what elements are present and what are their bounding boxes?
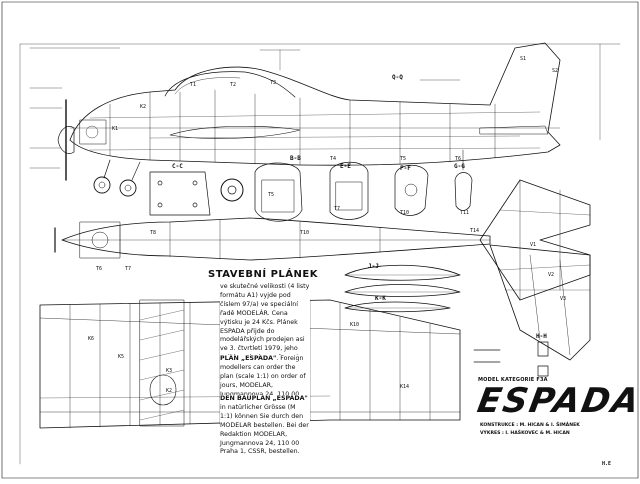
svg-text:T8: T8 [150, 230, 156, 236]
svg-text:K10: K10 [350, 322, 359, 328]
svg-text:T11: T11 [460, 210, 469, 216]
svg-text:K2: K2 [166, 388, 172, 394]
svg-text:S2: S2 [552, 68, 558, 74]
svg-text:K14: K14 [400, 384, 409, 390]
fuselage-top-view [54, 179, 591, 301]
svg-text:T7: T7 [334, 206, 340, 212]
plan-text-de: DEN BAUPLAN „ESPADA" in natürlicher Grös… [220, 395, 310, 458]
model-category: MODEL KATEGORIE F3A [478, 377, 548, 383]
svg-text:T6: T6 [455, 156, 461, 162]
small-parts [473, 341, 549, 377]
svg-text:T4: T4 [330, 156, 336, 162]
svg-text:T7: T7 [125, 266, 131, 272]
svg-text:V3: V3 [560, 296, 566, 302]
label-section-hh: H-H [536, 333, 547, 340]
svg-text:K1: K1 [112, 126, 118, 132]
label-section-ff: F-F [400, 165, 411, 172]
plan-text-de-title: DEN BAUPLAN „ESPADA" [220, 395, 308, 402]
label-section-gg: G-G [454, 163, 465, 170]
plan-text-de-body: in natürlicher Grösse (M 1:1) können Sie… [220, 403, 309, 456]
credit-drawing-label: VÝKRES : [480, 431, 504, 436]
plan-title: STAVEBNÍ PLÁNEK [208, 269, 318, 280]
svg-text:K2: K2 [140, 104, 146, 110]
label-section-cc: C-C [172, 163, 183, 170]
svg-text:T3: T3 [270, 80, 276, 86]
credit-construction-value: M. HICAN & I. ŠIMÁNEK [519, 423, 580, 428]
svg-text:K6: K6 [88, 336, 94, 342]
model-name: ESPADA [474, 381, 640, 421]
svg-text:T1: T1 [190, 82, 196, 88]
svg-text:K3: K3 [166, 368, 172, 374]
svg-text:V2: V2 [548, 272, 554, 278]
dimension-lines [19, 43, 621, 465]
credit-construction: KONSTRUKCE : M. HICAN & I. ŠIMÁNEK [480, 423, 580, 429]
plan-text-en-title: PLAN „ESPADA" [220, 355, 277, 362]
airfoil-sections [344, 264, 461, 313]
svg-text:T10: T10 [400, 210, 409, 216]
svg-text:T2: T2 [230, 82, 236, 88]
svg-text:T10: T10 [300, 230, 309, 236]
label-section-jj: J-J [368, 263, 379, 270]
credit-drawing-value: I. HAŠKOVEC & M. HICAN [505, 431, 570, 436]
credit-construction-label: KONSTRUKCE : [480, 423, 519, 428]
svg-text:T6: T6 [96, 266, 102, 272]
cross-sections-row [149, 149, 473, 222]
label-section-qq: Q-Q [392, 74, 403, 81]
svg-text:S1: S1 [520, 56, 526, 62]
svg-text:V1: V1 [530, 242, 536, 248]
label-section-kk: K-K [375, 295, 386, 302]
svg-text:T14: T14 [470, 228, 479, 234]
drawing-code: H.E [602, 461, 612, 467]
fin-view [489, 244, 591, 361]
svg-text:T5: T5 [400, 156, 406, 162]
label-section-ee: E-E [340, 163, 351, 170]
svg-text:K5: K5 [118, 354, 124, 360]
fuselage-side-view [57, 42, 561, 197]
credit-drawing: VÝKRES : I. HAŠKOVEC & M. HICAN [480, 431, 570, 437]
label-section-bb: B-B [290, 155, 301, 162]
svg-text:T5: T5 [268, 192, 274, 198]
